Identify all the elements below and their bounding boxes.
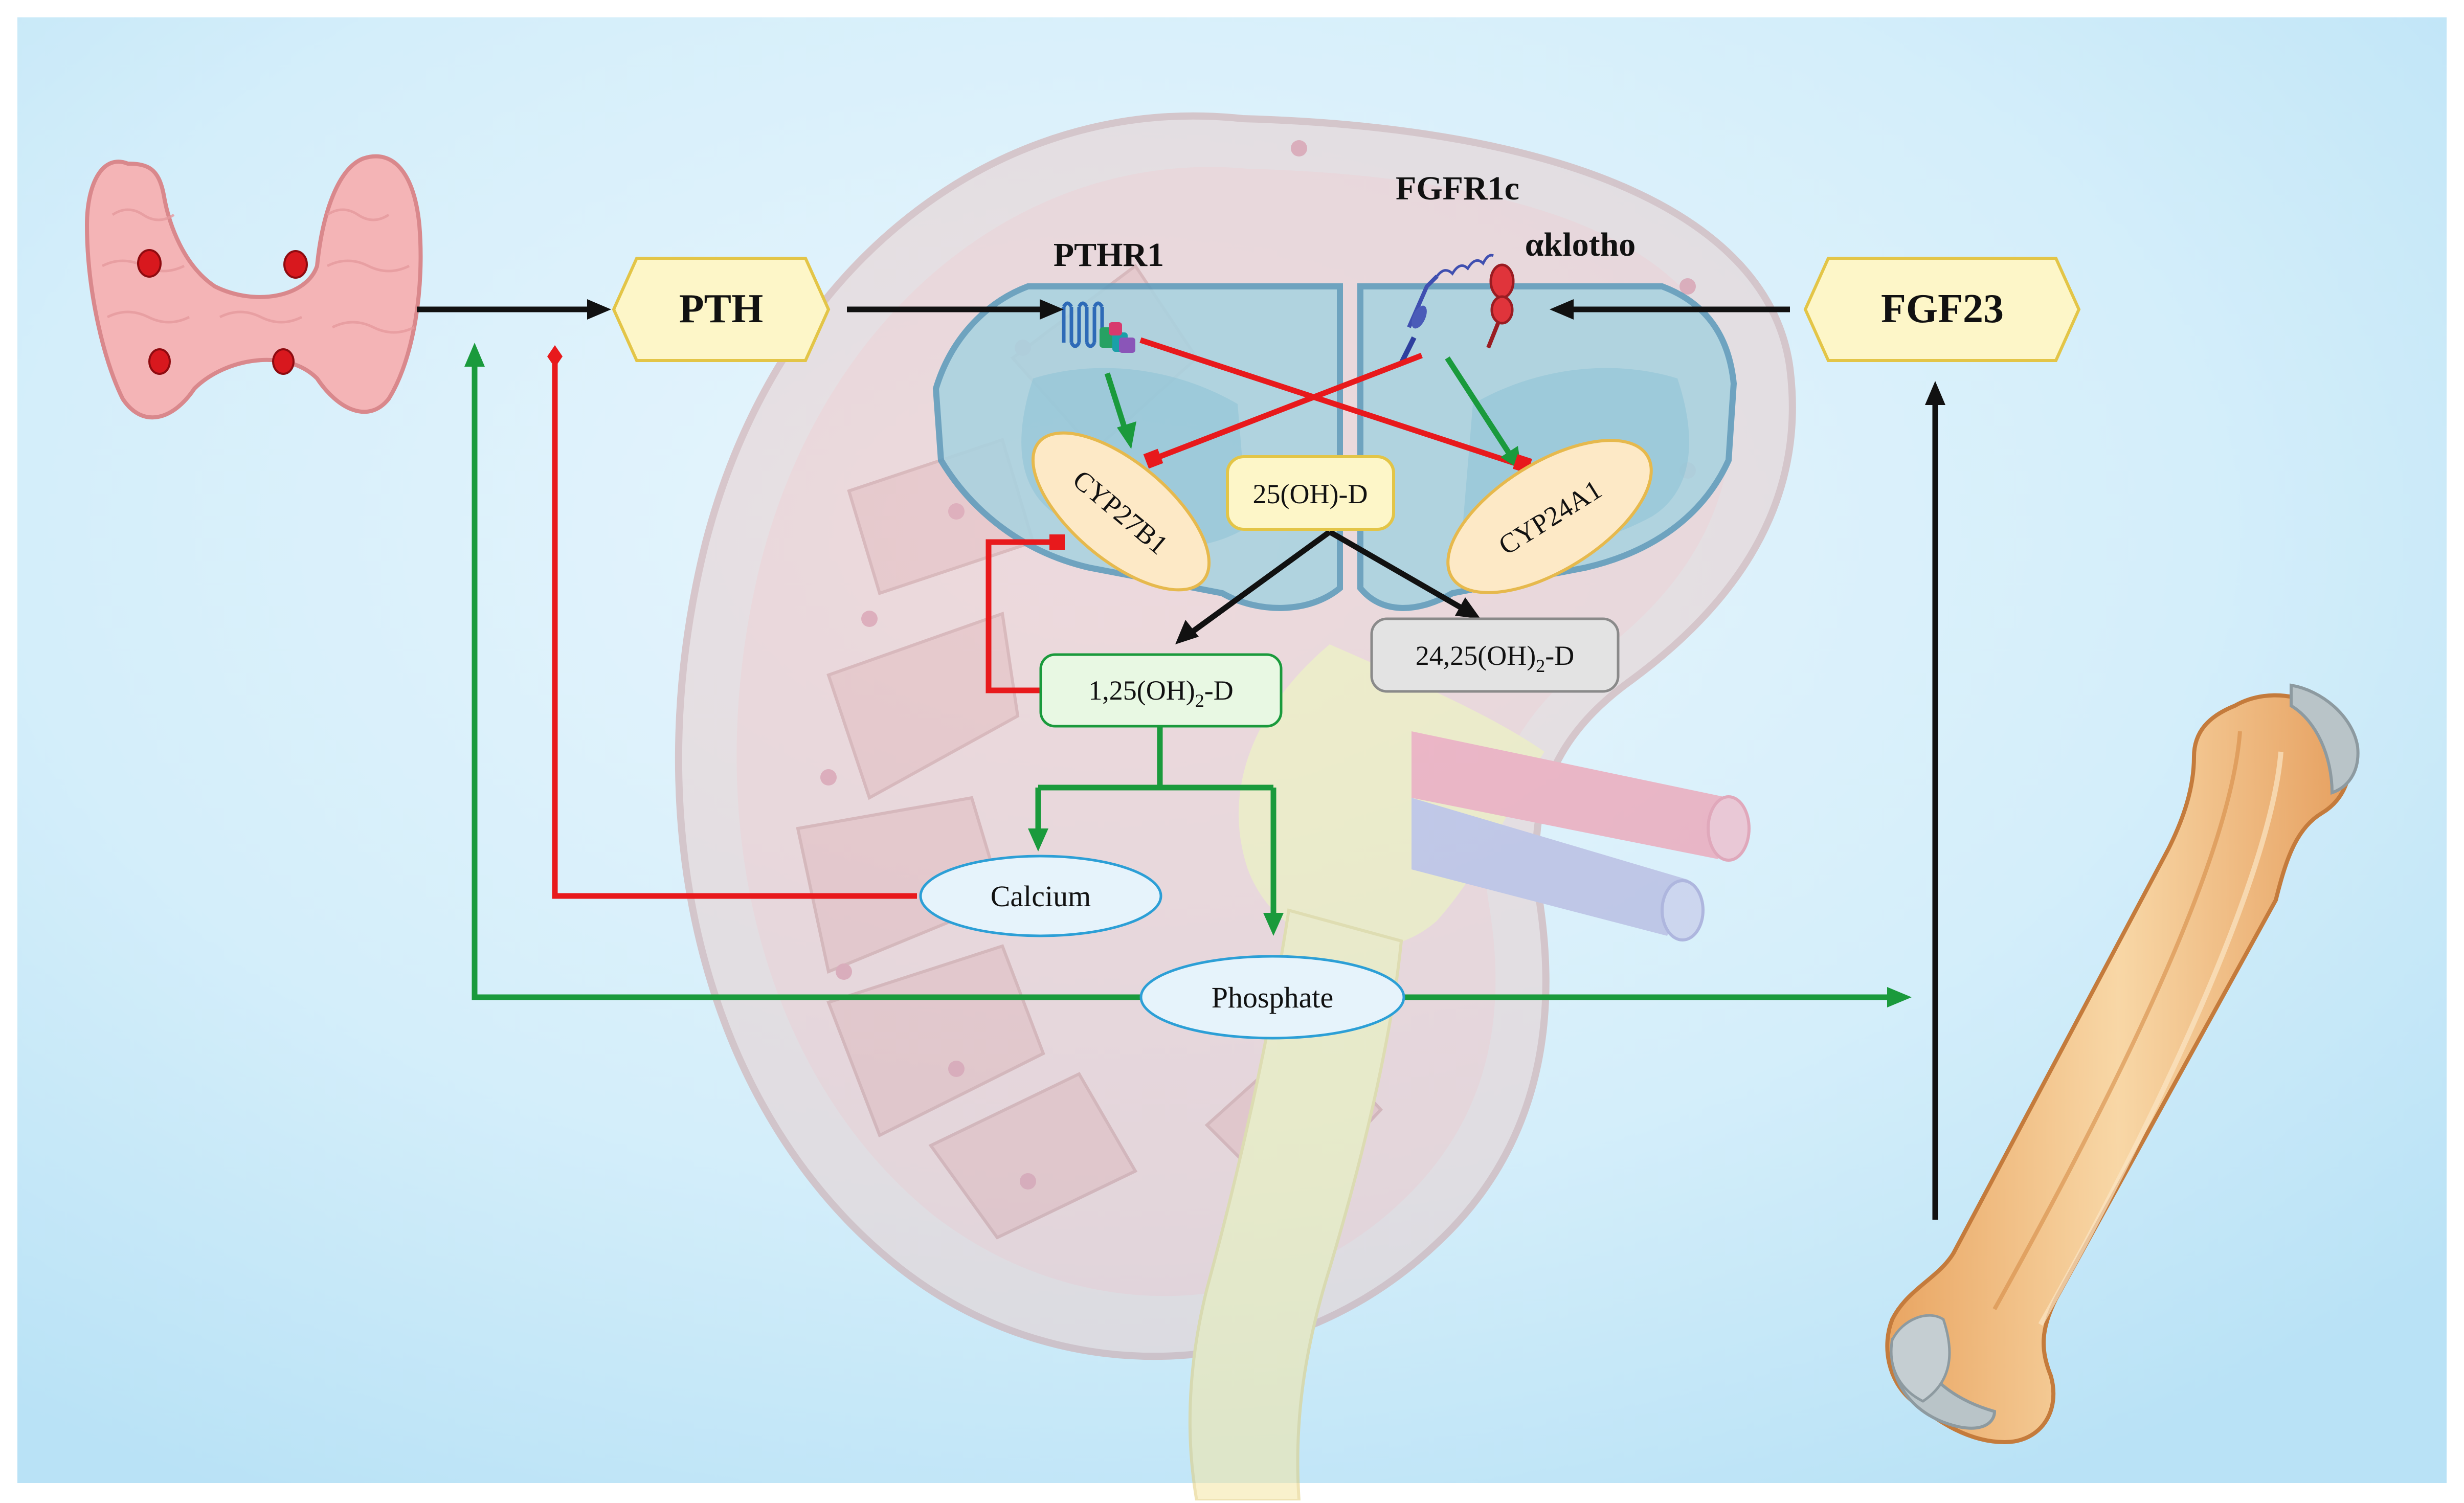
- pthr1-label: PTHR1: [1054, 236, 1164, 274]
- aklotho-label: αklotho: [1525, 226, 1636, 263]
- arrowheads: [464, 299, 1945, 1007]
- phosphate-node: Phosphate: [1139, 955, 1405, 1040]
- cyp24a1-node: CYP24A1: [1446, 439, 1653, 594]
- klotho-protein-icon: [1486, 263, 1515, 349]
- vitamin-d-25-node: 25(OH)-D: [1226, 455, 1395, 531]
- inhibitory-arrows: [552, 337, 1522, 899]
- cyp27b1-node: CYP27B1: [1031, 431, 1211, 592]
- pth-receptor-icon: [1062, 301, 1135, 353]
- phosphate-label: Phosphate: [1212, 981, 1333, 1014]
- inactive-vitamin-d-node: 24,25(OH)2-D: [1370, 617, 1620, 693]
- calcium-node: Calcium: [919, 855, 1162, 937]
- fgf23-node: FGF23: [1803, 257, 2081, 362]
- stimulatory-arrows: [472, 356, 1892, 1000]
- pth-node: PTH: [612, 257, 831, 362]
- calcitriol-label: 1,25(OH)2-D: [1088, 675, 1233, 711]
- inactive-vitamin-d-label: 24,25(OH)2-D: [1416, 640, 1574, 676]
- vitamin-d-25-label: 25(OH)-D: [1253, 479, 1368, 509]
- calcitriol-node: 1,25(OH)2-D: [1039, 653, 1283, 728]
- fgf23-label: FGF23: [1881, 286, 2004, 331]
- parathyroid-gland-icon: [84, 154, 423, 420]
- pth-label: PTH: [679, 286, 763, 331]
- calcium-label: Calcium: [991, 880, 1091, 913]
- fgf-receptor-icon: [1399, 254, 1494, 365]
- connector-arrows: [417, 306, 1938, 1220]
- neutral-arrows: [417, 306, 1938, 1220]
- bone-icon: [1885, 683, 2360, 1445]
- fgfr1c-label: FGFR1c: [1396, 170, 1519, 207]
